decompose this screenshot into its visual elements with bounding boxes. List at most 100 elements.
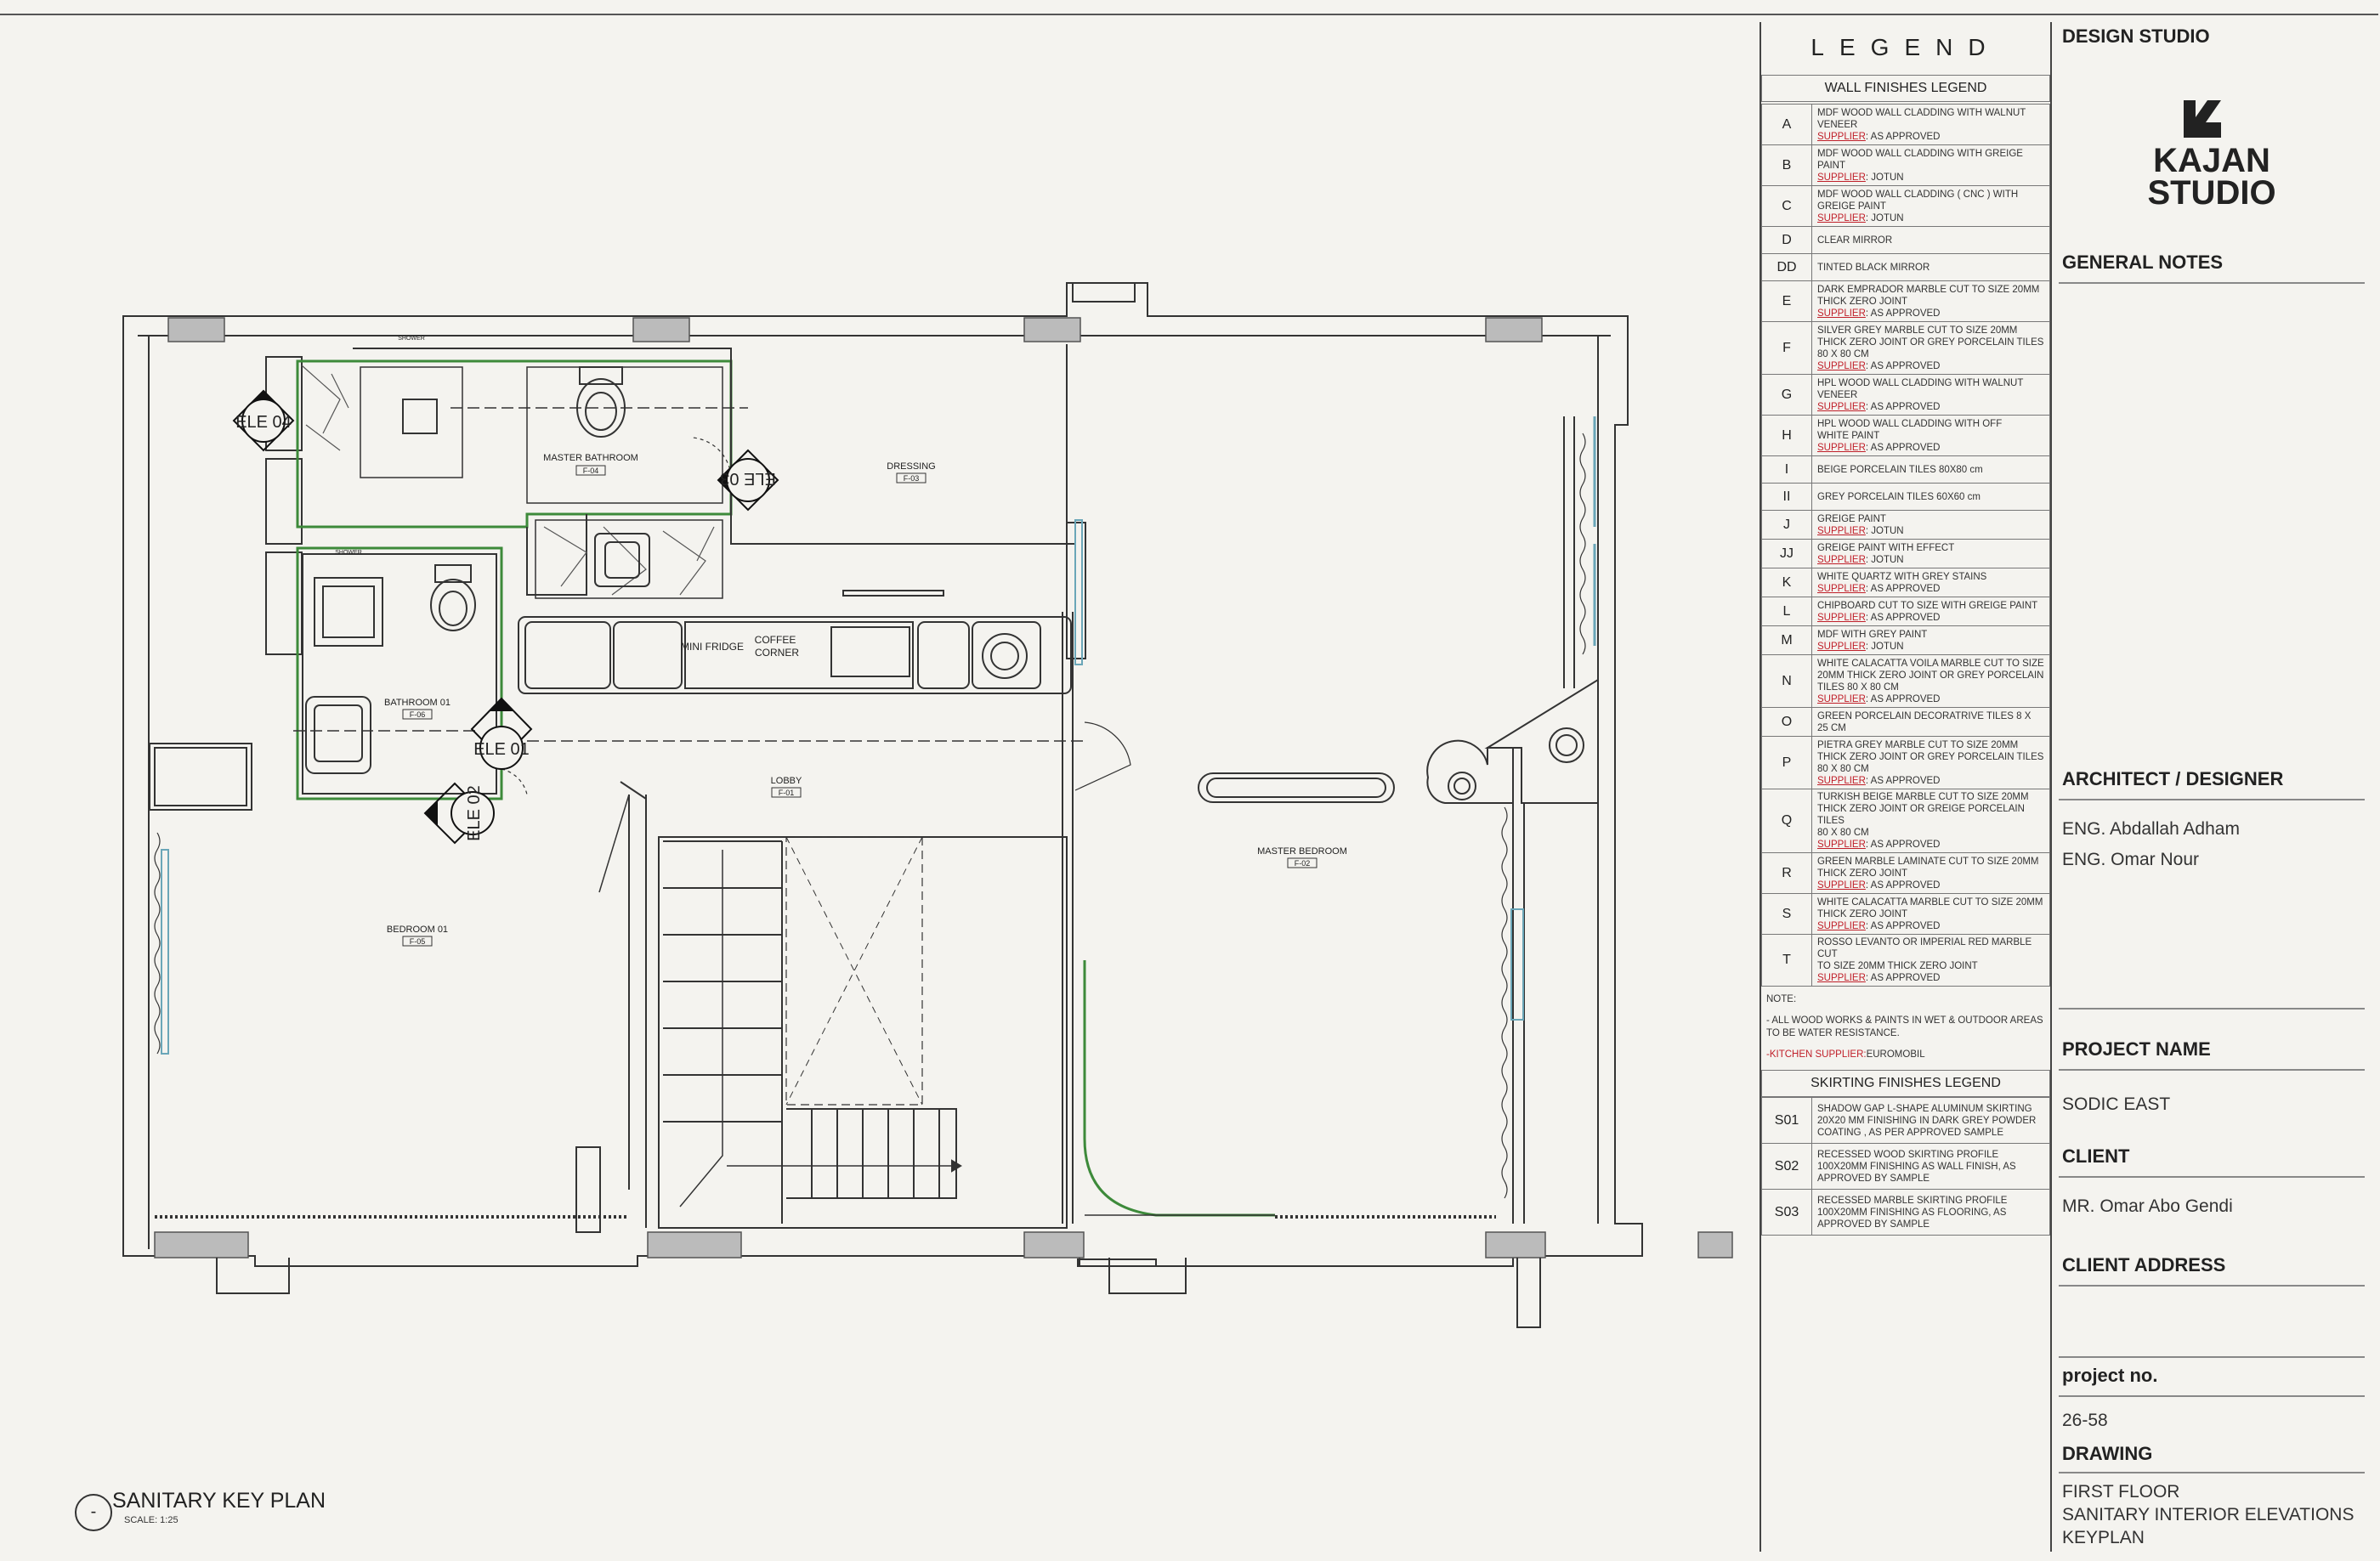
skirting-code: S03 [1761, 1189, 1812, 1236]
legend-desc-line: THICK ZERO JOINT [1817, 296, 1908, 307]
legend-desc-line: HPL WOOD WALL CLADDING WITH OFF [1817, 418, 2003, 429]
legend-desc-line: MDF WOOD WALL CLADDING WITH WALNUT [1817, 107, 2026, 118]
legend-desc-line: WHITE CALACATTA VOILA MARBLE CUT TO SIZE [1817, 658, 2044, 669]
legend-desc: ROSSO LEVANTO OR IMPERIAL RED MARBLE CUT… [1811, 934, 2050, 987]
column [167, 317, 225, 342]
room-bathroom-01: BATHROOM 01 [384, 698, 450, 708]
legend-desc-line: CLEAR MIRROR [1817, 235, 1893, 246]
legend-desc-line: 80 X 80 CM [1817, 828, 1869, 838]
skirting-head: SKIRTING FINISHES LEGEND [1761, 1070, 2050, 1097]
legend-desc-line: MDF WITH GREY PAINT [1817, 629, 1928, 640]
legend-desc-line: GREY PORCELAIN TILES 60X60 cm [1817, 491, 1980, 502]
divider [2059, 1356, 2365, 1358]
room-master-bathroom: MASTER BATHROOM [543, 453, 638, 463]
project-name-label: PROJECT NAME [2062, 1038, 2211, 1060]
architect-1: ENG. Abdallah Adham [2062, 819, 2240, 839]
legend-code: D [1761, 226, 1812, 254]
divider [2059, 282, 2365, 284]
divider [2059, 1395, 2365, 1397]
sheet-border [0, 14, 2378, 1553]
legend-code: S [1761, 893, 1812, 935]
plan-title: SANITARY KEY PLAN [112, 1489, 326, 1513]
legend-desc: TINTED BLACK MIRROR [1811, 253, 2050, 281]
label-corner: CORNER [755, 647, 799, 659]
legend-desc-line: GREEN PORCELAIN DECORATRIVE TILES 8 X [1817, 710, 2032, 721]
room-master-bedroom: MASTER BEDROOM [1257, 846, 1347, 857]
legend-row: D CLEAR MIRROR [1761, 226, 2050, 254]
legend-supplier: SUPPLIER: AS APPROVED [1817, 920, 1941, 931]
legend-supplier: SUPPLIER: AS APPROVED [1817, 840, 1941, 850]
room-dressing-code: F-03 [904, 474, 920, 483]
master-bathroom-wall [296, 359, 733, 529]
column [632, 317, 690, 342]
legend-desc-line: TINTED BLACK MIRROR [1817, 262, 1930, 273]
legend-code: C [1761, 185, 1812, 227]
legend-supplier: SUPPLIER: AS APPROVED [1817, 973, 1941, 983]
room-lobby-code: F-01 [779, 789, 795, 797]
legend-desc-line: TILES 80 X 80 CM [1817, 682, 1899, 693]
elevation-marker-01[interactable]: ELE 01 [470, 697, 533, 770]
legend-desc-line: 80 X 80 CM [1817, 763, 1869, 774]
legend-supplier: SUPPLIER: AS APPROVED [1817, 693, 1941, 704]
legend-notes: NOTE: - ALL WOOD WORKS & PAINTS IN WET &… [1766, 993, 2047, 1061]
legend-supplier: SUPPLIER: AS APPROVED [1817, 442, 1941, 453]
elevation-marker-04[interactable]: ELE 04 [232, 389, 295, 452]
general-notes-label: GENERAL NOTES [2062, 252, 2224, 273]
legend-code: JJ [1761, 539, 1812, 568]
legend-desc-line: HPL WOOD WALL CLADDING WITH WALNUT [1817, 377, 2024, 388]
outer-wall [122, 282, 1643, 1267]
elevation-marker-03[interactable]: ELE 03 [717, 449, 779, 512]
legend-code: P [1761, 736, 1812, 789]
column [1485, 317, 1543, 342]
legend-desc-line: PIETRA GREY MARBLE CUT TO SIZE 20MM [1817, 739, 2019, 750]
legend-desc-line: WHITE PAINT [1817, 430, 1880, 441]
drawing-label: DRAWING [2062, 1443, 2153, 1464]
label-shower-2: SHOWER [335, 550, 362, 556]
label-shower-1: SHOWER [398, 336, 425, 342]
drawing-1: FIRST FLOOR [2062, 1482, 2180, 1502]
kitchen-supplier-value: EUROMOBIL [1866, 1049, 1925, 1060]
bathroom01-wall [296, 546, 503, 800]
legend-desc-line: WHITE CALACATTA MARBLE CUT TO SIZE 20MM [1817, 896, 2043, 908]
legend-desc-line: THICK ZERO JOINT OR GREY PORCELAIN TILES [1817, 337, 2044, 348]
svg-text:KAJAN: KAJAN [2153, 142, 2270, 179]
divider [2059, 799, 2365, 800]
legend-supplier: SUPPLIER: AS APPROVED [1817, 131, 1941, 142]
legend-desc-line: VENEER [1817, 119, 1858, 130]
legend-desc-line: BEIGE PORCELAIN TILES 80X80 cm [1817, 464, 1983, 475]
skirting-desc: SHADOW GAP L-SHAPE ALUMINUM SKIRTING 20X… [1811, 1097, 2050, 1144]
legend-row: II GREY PORCELAIN TILES 60X60 cm [1761, 483, 2050, 511]
project-name-value: SODIC EAST [2062, 1094, 2171, 1114]
divider [2059, 1285, 2365, 1287]
legend-desc-line: MDF WOOD WALL CLADDING WITH GREIGE [1817, 148, 2023, 159]
ele04-label: ELE 04 [235, 413, 292, 432]
legend-code: E [1761, 280, 1812, 322]
drawing-2: SANITARY INTERIOR ELEVATIONS [2062, 1505, 2354, 1524]
elevation-marker-02[interactable]: ELE 02 [423, 782, 495, 845]
legend-code: B [1761, 144, 1812, 186]
divider [2059, 1008, 2365, 1010]
label-mini-fridge: MINI FRIDGE [681, 641, 744, 653]
legend-desc-line: MDF WOOD WALL CLADDING ( CNC ) WITH [1817, 189, 2019, 200]
legend-code: II [1761, 483, 1812, 511]
svg-text:STUDIO: STUDIO [2147, 174, 2275, 209]
column [1023, 317, 1081, 342]
legend-desc-line: SILVER GREY MARBLE CUT TO SIZE 20MM [1817, 325, 2018, 336]
design-studio-label: DESIGN STUDIO [2062, 25, 2210, 47]
